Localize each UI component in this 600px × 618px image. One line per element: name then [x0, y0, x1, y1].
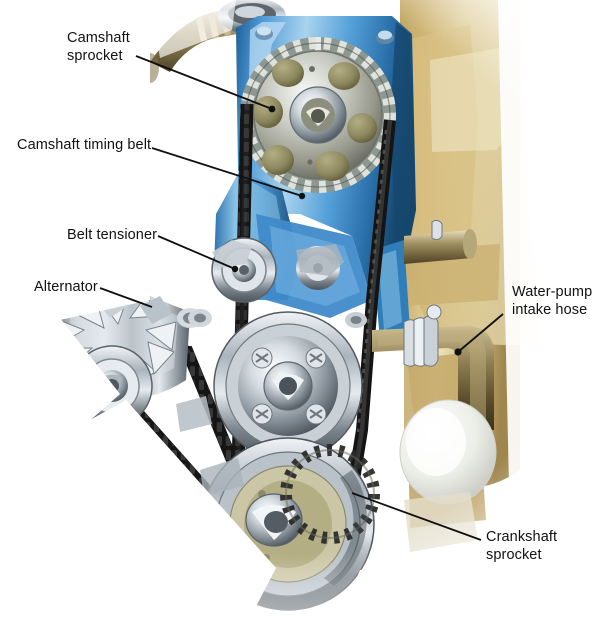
callout-alternator: Alternator: [34, 279, 98, 295]
callout-water-pump-intake-hose: Water-pump intake hose: [512, 284, 593, 318]
callout-camshaft-timing-belt: Camshaft timing belt: [17, 137, 152, 153]
callout-camshaft-sprocket: Camshaft sprocket: [67, 30, 130, 64]
callout-belt-tensioner: Belt tensioner: [67, 227, 158, 243]
callout-crankshaft-sprocket: Crankshaft sprocket: [486, 529, 558, 563]
